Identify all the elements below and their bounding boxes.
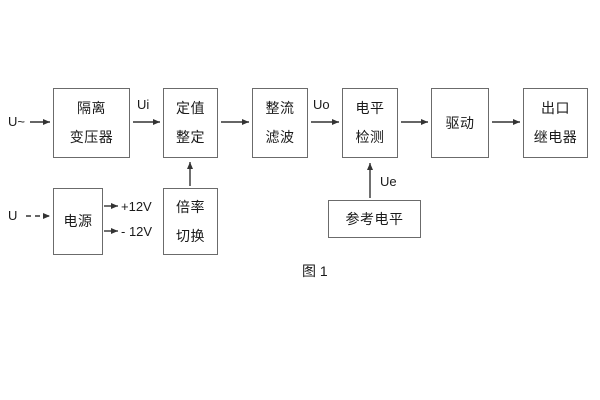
block-line: 滤波: [265, 129, 295, 145]
block-multiplier-switch[interactable]: 倍率 切换: [163, 188, 218, 255]
block-line: 出口: [541, 100, 570, 117]
label-uo: Uo: [313, 97, 330, 112]
block-line: 参考电平: [345, 210, 404, 227]
block-line: 检测: [355, 129, 385, 145]
block-line: 倍率: [176, 198, 205, 215]
block-line: 切换: [176, 227, 205, 244]
block-isolation-transformer[interactable]: 隔离 变压器: [53, 88, 130, 158]
block-output-relay[interactable]: 出口 继电器: [523, 88, 588, 158]
block-line: 隔离: [77, 100, 106, 117]
block-reference-level[interactable]: 参考电平: [328, 200, 421, 238]
block-line: 继电器: [533, 129, 578, 145]
block-line: 变压器: [69, 129, 114, 145]
label-minus-12v: - 12V: [121, 224, 153, 239]
block-drive[interactable]: 驱动: [431, 88, 489, 158]
block-line: 驱动: [445, 114, 475, 131]
block-line: 整定: [176, 129, 205, 145]
figure-caption: 图 1: [302, 263, 328, 279]
block-level-detection[interactable]: 电平 检测: [342, 88, 398, 158]
block-line: 整流: [265, 100, 295, 117]
label-ue: Ue: [380, 174, 397, 189]
block-line: 定值: [176, 100, 205, 117]
label-input-ac: U~: [8, 114, 25, 129]
block-power-supply[interactable]: 电源: [53, 188, 103, 255]
label-ui: Ui: [137, 97, 150, 112]
block-rectify-filter[interactable]: 整流 滤波: [252, 88, 308, 158]
label-input-dc: U: [8, 208, 18, 223]
block-line: 电平: [355, 100, 385, 117]
block-line: 电源: [63, 213, 93, 230]
block-setting-value[interactable]: 定值 整定: [163, 88, 218, 158]
label-plus-12v: +12V: [121, 199, 152, 214]
